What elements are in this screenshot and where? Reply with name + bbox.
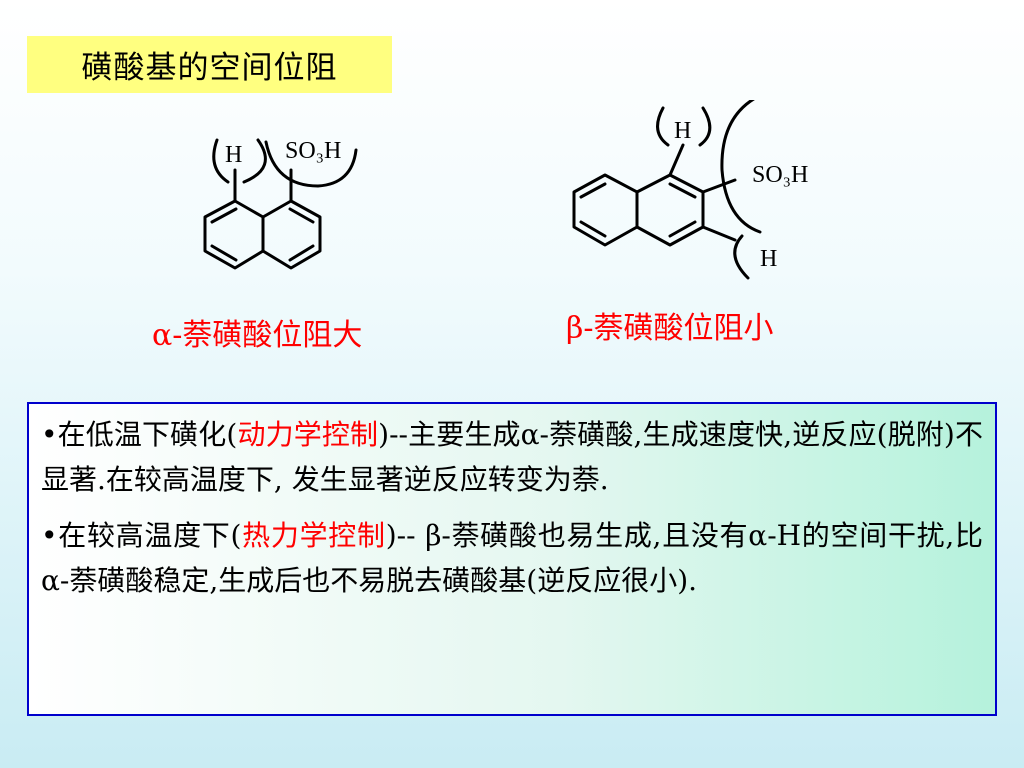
- paragraph-text: )-- β-萘磺酸也易生成,且没有α-H的空间干扰,比α-萘磺酸稳定,生成后也不…: [41, 519, 983, 597]
- alpha-h-label: H: [225, 142, 242, 168]
- alpha-naphthalene-structure: H SO₃H: [203, 138, 358, 270]
- explanation-box: •在低温下磺化(动力学控制)--主要生成α-萘磺酸,生成速度快,逆反应(脱附)不…: [27, 402, 997, 716]
- beta-naphthalene-structure: H SO₃H H: [572, 100, 808, 280]
- beta-so3h-label: SO₃H: [752, 162, 808, 188]
- paragraph-text: 在较高温度下(: [57, 519, 242, 552]
- beta-caption: β-萘磺酸位阻小: [566, 311, 774, 346]
- alpha-caption: α-萘磺酸位阻大: [152, 318, 363, 353]
- paragraph-thermodynamic: •在较高温度下(热力学控制)-- β-萘磺酸也易生成,且没有α-H的空间干扰,比…: [41, 513, 983, 603]
- paragraph-kinetic: •在低温下磺化(动力学控制)--主要生成α-萘磺酸,生成速度快,逆反应(脱附)不…: [41, 412, 983, 502]
- beta-h-bottom-label: H: [760, 246, 777, 272]
- slide-title: 磺酸基的空间位阻: [27, 36, 392, 93]
- paragraph-text: 在低温下磺化(: [57, 418, 238, 451]
- beta-h-top-label: H: [674, 118, 691, 144]
- bullet: •: [41, 418, 58, 451]
- kinetic-control-highlight: 动力学控制: [237, 418, 379, 451]
- thermodynamic-control-highlight: 热力学控制: [241, 519, 386, 552]
- paragraph-text: )--主要生成α-萘磺酸,生成速度快,逆反应(脱附)不显著.在较高温度下, 发生…: [41, 418, 983, 496]
- alpha-so3h-label: SO₃H: [285, 138, 341, 164]
- bullet: •: [41, 519, 58, 552]
